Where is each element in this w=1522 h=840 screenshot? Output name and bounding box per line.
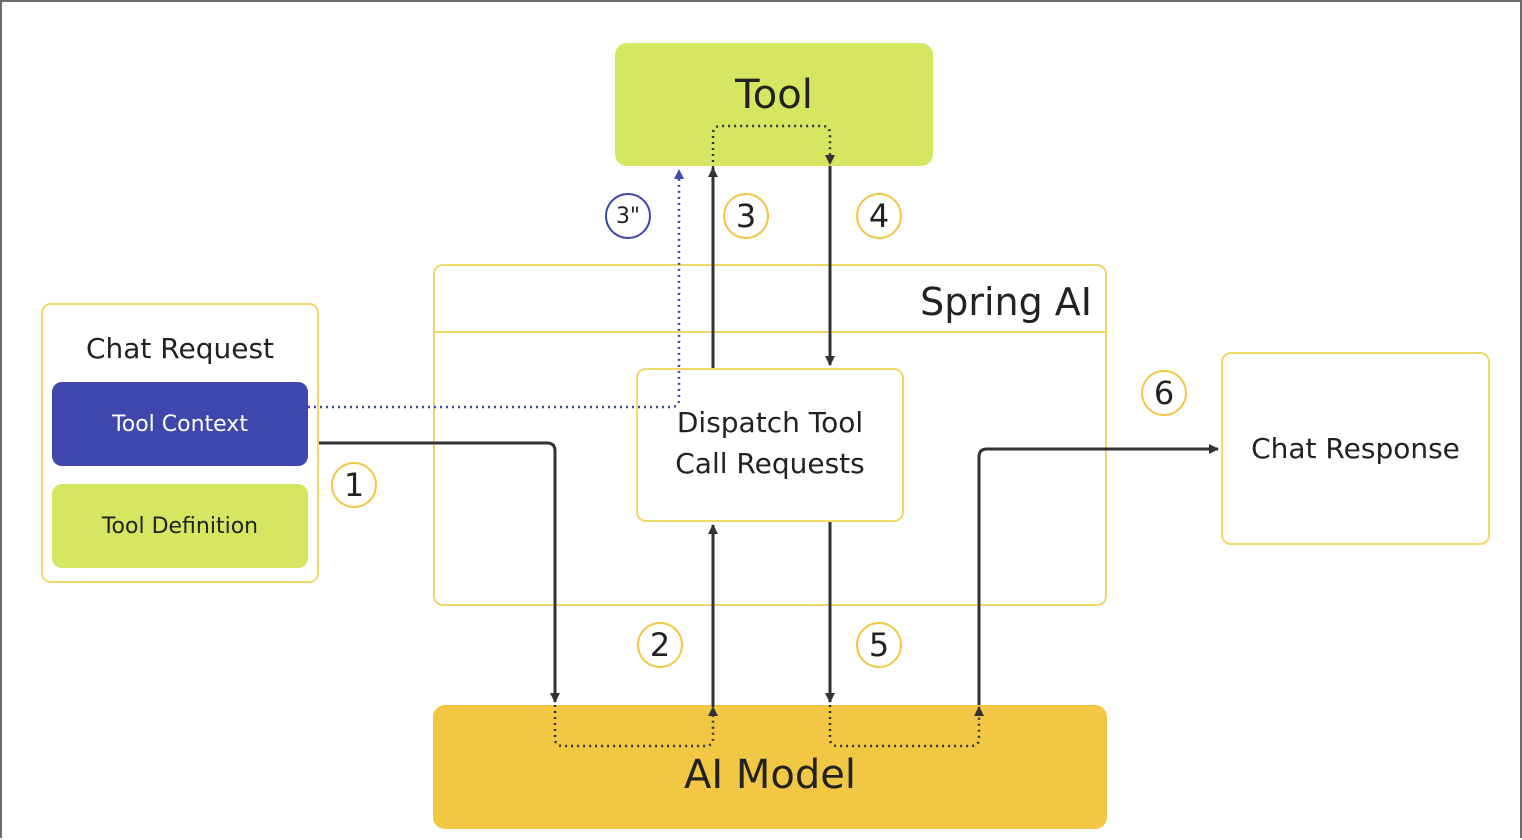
tool-context-box: [52, 382, 308, 466]
tool-context-label: Tool Context: [112, 412, 248, 437]
chat-response-box: [1221, 352, 1490, 545]
step-badge-6: 6: [1141, 370, 1187, 416]
tool-definition-box: [52, 484, 308, 568]
tool-label: Tool: [735, 72, 813, 118]
step-badge-4: 4: [856, 193, 902, 239]
chat-request-title: Chat Request: [85, 332, 275, 365]
spring-ai-label: Spring AI: [920, 280, 1092, 324]
spring-ai-header-divider: [433, 331, 1107, 333]
step-badge-1: 1: [331, 462, 377, 508]
dispatch-line-1: Dispatch Tool: [676, 406, 864, 439]
dispatch-line-2: Call Requests: [675, 447, 865, 480]
step-badge-3b: 3": [605, 193, 651, 239]
chat-response-label: Chat Response: [1251, 432, 1460, 465]
ai-model-box: [433, 705, 1107, 829]
ai-model-label: AI Model: [684, 752, 856, 798]
spring-ai-container: [433, 264, 1107, 606]
step-badge-2: 2: [637, 622, 683, 668]
step-badge-5: 5: [856, 622, 902, 668]
step-badge-3: 3: [723, 193, 769, 239]
dispatch-box: [636, 368, 904, 522]
tool-definition-label: Tool Definition: [101, 514, 259, 539]
